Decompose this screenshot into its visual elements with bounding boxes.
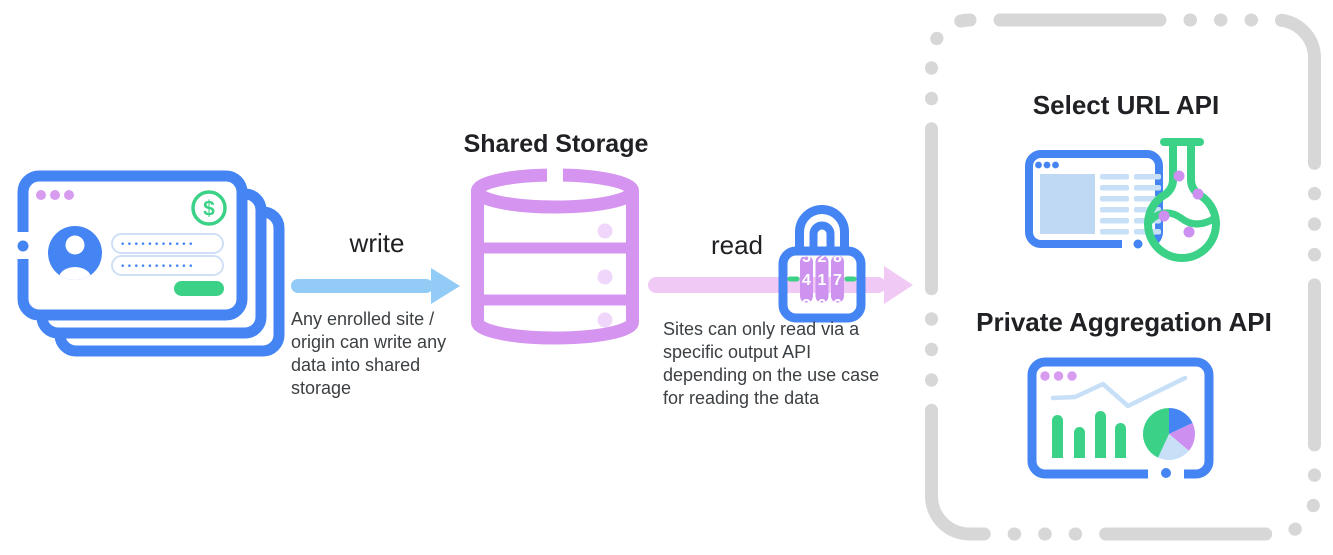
select-url-api-title: Select URL API bbox=[1032, 90, 1220, 120]
private-aggregation-api-icon bbox=[1027, 357, 1214, 480]
cylinder-top-gap bbox=[547, 164, 563, 183]
lock-dial-2: 2 1 0 bbox=[815, 249, 829, 314]
border-dot bbox=[1133, 239, 1143, 249]
svg-text:7: 7 bbox=[833, 272, 842, 289]
combination-lock-icon: 5 4 3 2 1 0 8 7 6 bbox=[778, 205, 866, 323]
lock-dial-3: 8 7 6 bbox=[831, 249, 844, 314]
caption-line: depending on the use case bbox=[663, 365, 880, 385]
private-aggregation-api-title: Private Aggregation API bbox=[976, 307, 1272, 337]
password-field-2: ••••••••••• bbox=[111, 255, 224, 276]
border-dot bbox=[17, 240, 29, 252]
svg-text:$: $ bbox=[203, 198, 215, 221]
caption-line: for reading the data bbox=[663, 388, 820, 408]
write-arrow bbox=[291, 268, 460, 304]
enrolled-sites-stack-icon: $ ••••••••••• ••••••••••• bbox=[13, 170, 285, 357]
caption-line: Any enrolled site / bbox=[291, 309, 435, 329]
lock-shackle-outer bbox=[795, 205, 849, 255]
browser-window bbox=[1027, 357, 1214, 479]
line-chart-icon bbox=[1050, 375, 1188, 409]
svg-text:0: 0 bbox=[818, 297, 827, 314]
shared-storage-title: Shared Storage bbox=[463, 130, 649, 158]
read-caption: Sites can only read via a specific outpu… bbox=[663, 318, 879, 410]
flask-icon bbox=[1144, 138, 1220, 262]
svg-text:8: 8 bbox=[833, 249, 842, 266]
border-dot bbox=[1161, 468, 1171, 478]
caption-line: Sites can only read via a bbox=[663, 319, 860, 339]
caption-line: data into shared bbox=[291, 355, 421, 375]
lock-dial-1: 5 4 3 bbox=[800, 249, 813, 314]
select-url-api-icon bbox=[1025, 138, 1220, 262]
content-block bbox=[1040, 174, 1095, 234]
caption-line: origin can write any bbox=[291, 332, 447, 352]
dollar-icon: $ bbox=[191, 190, 227, 226]
bar-chart-icon bbox=[1052, 411, 1126, 458]
svg-text:•••••••••••: ••••••••••• bbox=[120, 240, 195, 250]
window-dots-icon bbox=[36, 190, 74, 200]
svg-text:4: 4 bbox=[802, 272, 811, 289]
lock-body bbox=[778, 246, 866, 323]
svg-text:6: 6 bbox=[833, 297, 842, 314]
caption-line: specific output API bbox=[663, 342, 812, 362]
svg-text:3: 3 bbox=[802, 297, 811, 314]
lock-shackle-inner bbox=[809, 221, 835, 255]
database-icon bbox=[471, 164, 639, 345]
svg-text:•••••••••••: ••••••••••• bbox=[120, 262, 195, 272]
svg-text:1: 1 bbox=[818, 272, 827, 289]
user-avatar-icon bbox=[48, 226, 102, 280]
write-caption: Any enrolled site / origin can write any… bbox=[291, 308, 446, 400]
caption-line: storage bbox=[291, 378, 352, 398]
write-label: write bbox=[349, 228, 405, 258]
output-apis-dashed-border bbox=[925, 13, 1321, 541]
submit-button-shape bbox=[174, 281, 224, 296]
read-label: read bbox=[710, 230, 764, 260]
password-field-1: ••••••••••• bbox=[111, 233, 224, 254]
pie-chart-icon bbox=[1142, 408, 1195, 461]
svg-text:2: 2 bbox=[818, 249, 827, 266]
svg-text:5: 5 bbox=[802, 249, 811, 266]
